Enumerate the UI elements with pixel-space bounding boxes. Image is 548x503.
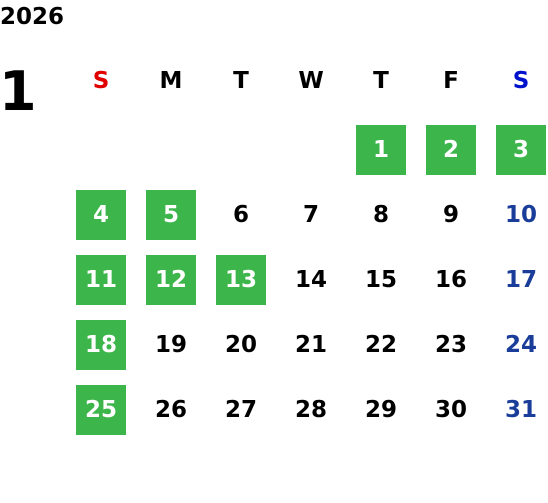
weekday-wed: W xyxy=(298,68,324,94)
day-4[interactable]: 4 xyxy=(76,190,126,240)
day-20[interactable]: 20 xyxy=(224,332,257,358)
day-19[interactable]: 19 xyxy=(154,332,187,358)
weekday-sat: S xyxy=(512,68,530,94)
day-17[interactable]: 17 xyxy=(504,267,537,293)
day-31[interactable]: 31 xyxy=(504,397,537,423)
day-1[interactable]: 1 xyxy=(356,125,406,175)
month-number: 1 xyxy=(0,60,37,123)
year-label: 2026 xyxy=(0,4,65,30)
day-7[interactable]: 7 xyxy=(302,202,319,228)
day-11[interactable]: 11 xyxy=(76,255,126,305)
day-3[interactable]: 3 xyxy=(496,125,546,175)
day-18[interactable]: 18 xyxy=(76,320,126,370)
weekday-tue: T xyxy=(233,68,249,94)
day-24[interactable]: 24 xyxy=(504,332,537,358)
day-21[interactable]: 21 xyxy=(294,332,327,358)
day-14[interactable]: 14 xyxy=(294,267,327,293)
day-6[interactable]: 6 xyxy=(232,202,249,228)
day-8[interactable]: 8 xyxy=(372,202,389,228)
day-25[interactable]: 25 xyxy=(76,385,126,435)
day-16[interactable]: 16 xyxy=(434,267,467,293)
weekday-thu: T xyxy=(373,68,389,94)
day-15[interactable]: 15 xyxy=(364,267,397,293)
day-2[interactable]: 2 xyxy=(426,125,476,175)
day-28[interactable]: 28 xyxy=(294,397,327,423)
day-13[interactable]: 13 xyxy=(216,255,266,305)
day-23[interactable]: 23 xyxy=(434,332,467,358)
weekday-mon: M xyxy=(159,68,183,94)
day-22[interactable]: 22 xyxy=(364,332,397,358)
weekday-fri: F xyxy=(443,68,459,94)
weekday-sun: S xyxy=(92,68,110,94)
day-26[interactable]: 26 xyxy=(154,397,187,423)
day-12[interactable]: 12 xyxy=(146,255,196,305)
day-30[interactable]: 30 xyxy=(434,397,467,423)
day-9[interactable]: 9 xyxy=(442,202,459,228)
day-5[interactable]: 5 xyxy=(146,190,196,240)
day-10[interactable]: 10 xyxy=(504,202,537,228)
day-29[interactable]: 29 xyxy=(364,397,397,423)
day-27[interactable]: 27 xyxy=(224,397,257,423)
